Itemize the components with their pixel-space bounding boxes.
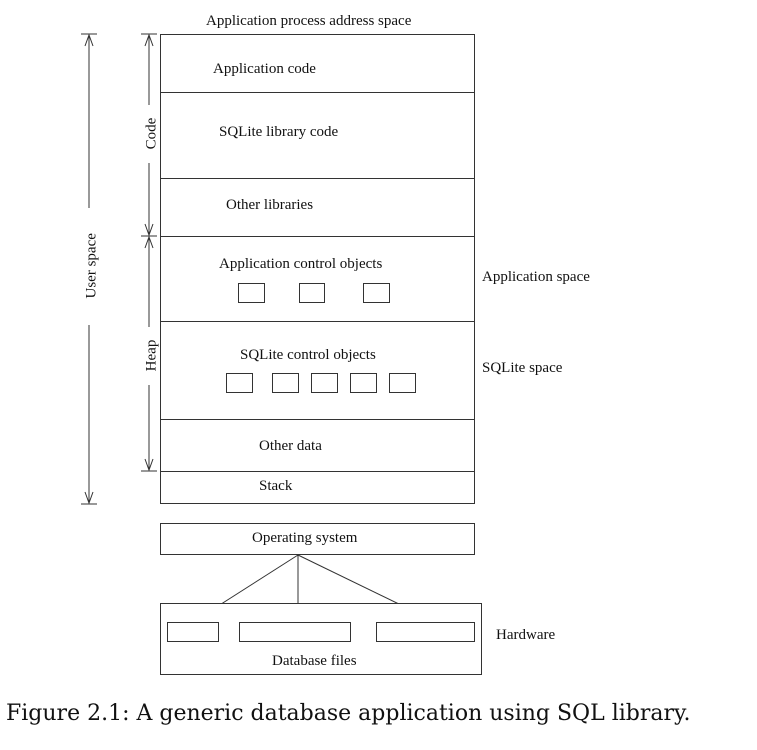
sqlite-control-objects-label: SQLite control objects bbox=[240, 347, 376, 363]
divider-code-lib bbox=[160, 92, 475, 93]
app-control-object bbox=[363, 283, 390, 303]
database-file bbox=[376, 622, 475, 642]
heap-bracket-label: Heap bbox=[144, 332, 160, 379]
app-control-object bbox=[238, 283, 265, 303]
sqlite-control-object bbox=[350, 373, 377, 393]
operating-system-label: Operating system bbox=[252, 530, 358, 546]
application-code-label: Application code bbox=[213, 61, 316, 77]
divider-data-stack bbox=[160, 471, 475, 472]
sqlite-control-object bbox=[226, 373, 253, 393]
code-bracket-label: Code bbox=[144, 110, 160, 157]
other-data-label: Other data bbox=[259, 438, 322, 454]
user-space-label: User space bbox=[84, 233, 100, 302]
stack-label: Stack bbox=[259, 478, 293, 494]
address-space-block bbox=[160, 34, 475, 504]
sqlite-control-object bbox=[389, 373, 416, 393]
application-space-label: Application space bbox=[482, 269, 590, 285]
application-control-objects-label: Application control objects bbox=[219, 256, 383, 272]
divider-lib-other bbox=[160, 178, 475, 179]
database-file bbox=[239, 622, 351, 642]
hardware-label: Hardware bbox=[496, 627, 556, 643]
database-files-label: Database files bbox=[272, 653, 357, 669]
divider-sqlite-data bbox=[160, 419, 475, 420]
figure-caption: Figure 2.1: A generic database applicati… bbox=[6, 701, 691, 726]
database-file bbox=[167, 622, 219, 642]
divider-code-heap bbox=[160, 236, 475, 237]
sqlite-control-object bbox=[311, 373, 338, 393]
sqlite-control-object bbox=[272, 373, 299, 393]
diagram-title: Application process address space bbox=[206, 13, 412, 29]
divider-app-sqlite bbox=[160, 321, 475, 322]
sqlite-library-code-label: SQLite library code bbox=[219, 124, 339, 140]
sqlite-space-label: SQLite space bbox=[482, 360, 563, 376]
other-libraries-label: Other libraries bbox=[226, 197, 314, 213]
app-control-object bbox=[299, 283, 325, 303]
operating-system-box bbox=[160, 523, 475, 555]
